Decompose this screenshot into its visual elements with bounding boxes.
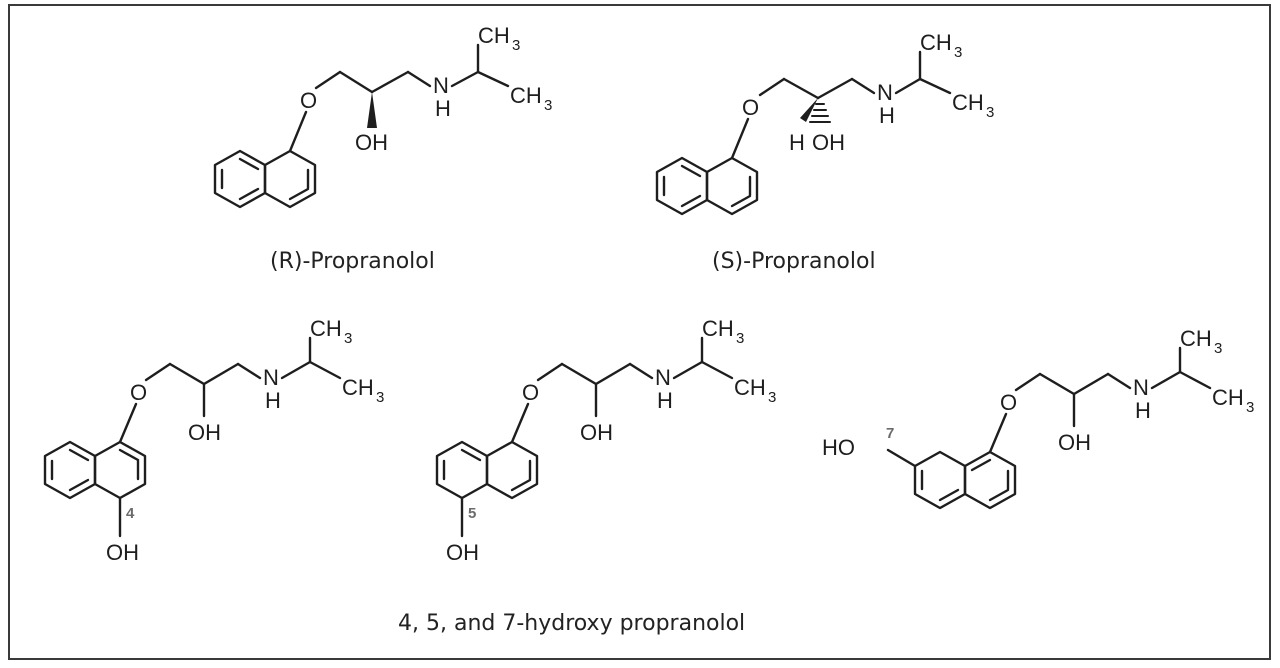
- hydroxyl-label: OH: [812, 130, 845, 155]
- methyl-label: CH: [310, 316, 342, 341]
- oxygen-label: O: [1000, 390, 1017, 415]
- amine-h-label: H: [435, 96, 451, 121]
- methyl-subscript: 3: [986, 104, 994, 121]
- 4-hydroxy-propranolol-structure: O OH N H CH 3 CH 3 4 OH: [43, 316, 384, 565]
- oxygen-label: O: [522, 380, 539, 405]
- methyl-subscript: 3: [376, 389, 384, 406]
- methyl-label: CH: [734, 375, 766, 400]
- ring-right: [705, 156, 759, 216]
- amine-n-label: N: [1133, 375, 1149, 400]
- hydroxyl-label: OH: [106, 540, 139, 565]
- hydroxy-propranolol-caption: 4, 5, and 7-hydroxy propranolol: [398, 611, 745, 636]
- methyl-subscript: 3: [1214, 340, 1222, 357]
- r-propranolol-structure: O OH N H CH 3 CH 3: [213, 23, 552, 209]
- hydroxyl-label: OH: [188, 420, 221, 445]
- wedge-bond: [800, 98, 818, 122]
- amine-h-label: H: [657, 388, 673, 413]
- amine-h-label: H: [1135, 398, 1151, 423]
- ring-right: [263, 149, 317, 209]
- position-4-label: 4: [126, 505, 135, 522]
- methyl-subscript: 3: [544, 97, 552, 114]
- methyl-subscript: 3: [768, 389, 776, 406]
- s-propranolol-caption: (S)-Propranolol: [712, 249, 876, 274]
- amine-n-label: N: [263, 365, 279, 390]
- oxygen-label: O: [300, 88, 317, 113]
- hydroxyl-label: OH: [355, 130, 388, 155]
- methyl-subscript: 3: [954, 44, 962, 61]
- hydroxyl-label: OH: [446, 540, 479, 565]
- methyl-subscript: 3: [512, 37, 520, 54]
- r-propranolol-caption: (R)-Propranolol: [270, 249, 435, 274]
- methyl-label: CH: [342, 375, 374, 400]
- amine-h-label: H: [879, 103, 895, 128]
- s-propranolol-structure: O H OH N H CH 3 CH 3: [655, 30, 994, 216]
- methyl-label: CH: [702, 316, 734, 341]
- methyl-subscript: 3: [344, 330, 352, 347]
- amine-n-label: N: [877, 80, 893, 105]
- 5-hydroxy-propranolol-structure: O OH N H CH 3 CH 3 5 OH: [435, 316, 776, 565]
- methyl-label: CH: [478, 23, 510, 48]
- stereo-h-label: H: [789, 130, 805, 155]
- methyl-subscript: 3: [1246, 399, 1254, 416]
- methyl-label: CH: [510, 83, 542, 108]
- methyl-label: CH: [952, 90, 984, 115]
- amine-h-label: H: [265, 388, 281, 413]
- hydroxyl-label: HO: [822, 435, 855, 460]
- oxygen-label: O: [130, 380, 147, 405]
- hydroxyl-label: OH: [580, 420, 613, 445]
- methyl-subscript: 3: [736, 330, 744, 347]
- amine-n-label: N: [655, 365, 671, 390]
- wedge-bond: [367, 92, 377, 128]
- methyl-label: CH: [920, 30, 952, 55]
- position-5-label: 5: [468, 505, 476, 522]
- amine-n-label: N: [433, 73, 449, 98]
- oxygen-label: O: [742, 95, 759, 120]
- methyl-label: CH: [1212, 385, 1244, 410]
- ring-right: [963, 450, 1017, 510]
- methyl-label: CH: [1180, 326, 1212, 351]
- 7-hydroxy-propranolol-structure: O OH N H CH 3 CH 3 7 HO: [822, 326, 1254, 510]
- hydroxyl-label: OH: [1058, 430, 1091, 455]
- position-7-label: 7: [886, 425, 894, 442]
- figure-frame: [8, 4, 1271, 660]
- ring-right: [485, 440, 539, 500]
